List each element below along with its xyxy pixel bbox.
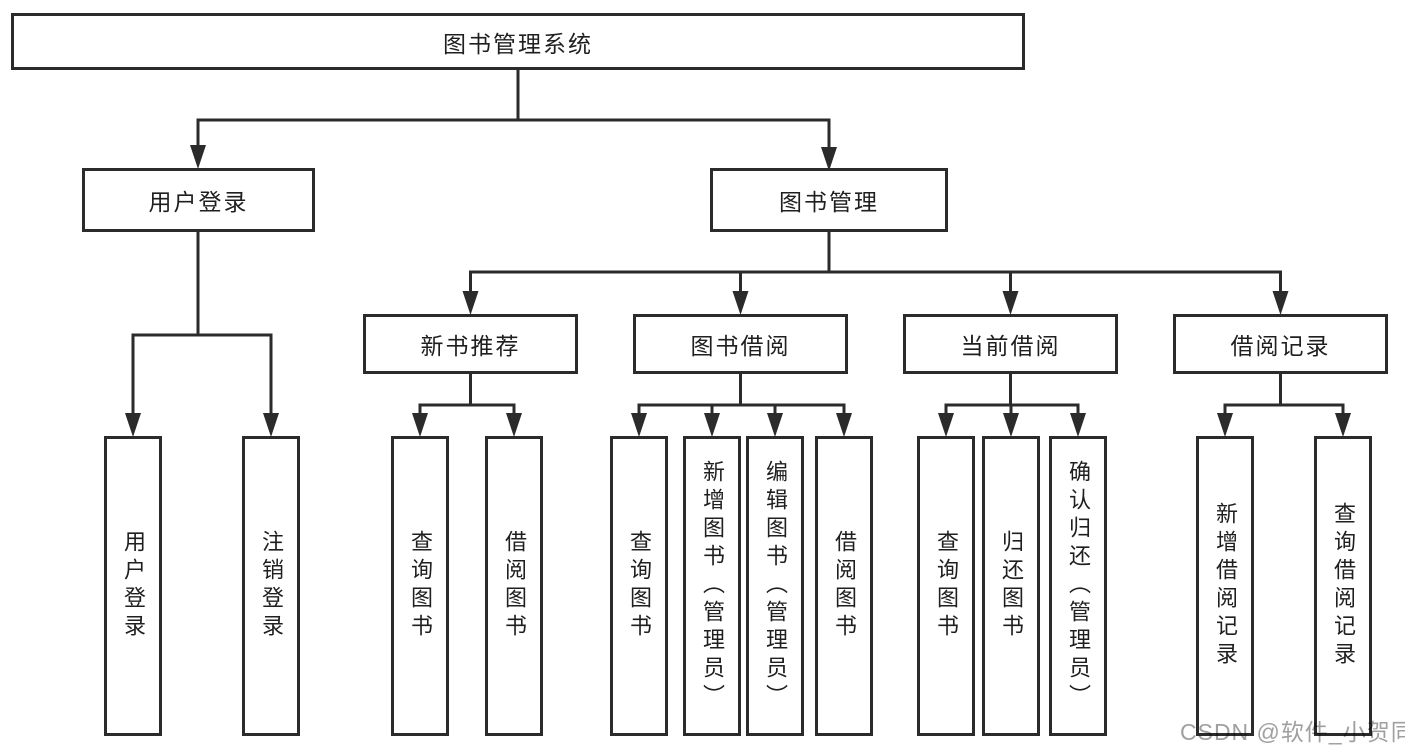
leaf-add-books-admin-label: 新增图书（管理员） <box>700 460 725 712</box>
user-login-label: 用户登录 <box>148 189 249 215</box>
leaf-query-books-recommend: 查询图书 <box>391 436 449 736</box>
leaf-query-borrow-record: 查询借阅记录 <box>1314 436 1372 736</box>
leaf-query-books-borrow: 查询图书 <box>610 436 668 736</box>
leaf-return-books: 归还图书 <box>982 436 1040 736</box>
node-library-management-system: 图书管理系统 <box>11 13 1025 70</box>
leaf-user-login: 用户登录 <box>104 436 162 736</box>
leaf-confirm-return-admin: 确认归还（管理员） <box>1049 436 1107 736</box>
leaf-add-books-admin: 新增图书（管理员） <box>683 436 741 736</box>
book-management-label: 图书管理 <box>779 189 879 215</box>
leaf-logout-label: 注销登录 <box>259 530 284 642</box>
leaf-borrow-books-recommend-label: 借阅图书 <box>502 530 527 642</box>
leaf-query-books-current-label: 查询图书 <box>934 530 959 642</box>
node-book-borrowing: 图书借阅 <box>633 314 848 374</box>
leaf-user-login-label: 用户登录 <box>121 530 146 642</box>
node-new-book-recommendation: 新书推荐 <box>363 314 578 374</box>
csdn-watermark: CSDN @软件_小贺同学 <box>1180 719 1405 745</box>
root-label: 图书管理系统 <box>443 30 593 57</box>
leaf-logout: 注销登录 <box>242 436 300 736</box>
book-borrowing-label: 图书借阅 <box>690 333 791 359</box>
leaf-query-books-current: 查询图书 <box>917 436 975 736</box>
node-current-borrowing: 当前借阅 <box>903 314 1118 374</box>
node-book-management: 图书管理 <box>710 168 948 232</box>
leaf-edit-books-admin: 编辑图书（管理员） <box>746 436 804 736</box>
leaf-return-books-label: 归还图书 <box>999 530 1024 642</box>
leaf-add-borrow-record-label: 新增借阅记录 <box>1213 502 1238 670</box>
leaf-borrow-books: 借阅图书 <box>815 436 873 736</box>
leaf-confirm-return-admin-label: 确认归还（管理员） <box>1066 460 1091 712</box>
leaf-borrow-books-label: 借阅图书 <box>832 530 857 642</box>
leaf-add-borrow-record: 新增借阅记录 <box>1196 436 1254 736</box>
leaf-query-books-recommend-label: 查询图书 <box>408 530 433 642</box>
leaf-edit-books-admin-label: 编辑图书（管理员） <box>763 460 788 712</box>
new-book-recommendation-label: 新书推荐 <box>420 333 521 359</box>
current-borrowing-label: 当前借阅 <box>960 333 1061 359</box>
node-borrowing-records: 借阅记录 <box>1173 314 1388 374</box>
leaf-query-books-borrow-label: 查询图书 <box>627 530 652 642</box>
leaf-borrow-books-recommend: 借阅图书 <box>485 436 543 736</box>
node-user-login: 用户登录 <box>82 168 315 232</box>
borrowing-records-label: 借阅记录 <box>1230 333 1331 359</box>
leaf-query-borrow-record-label: 查询借阅记录 <box>1331 502 1356 670</box>
